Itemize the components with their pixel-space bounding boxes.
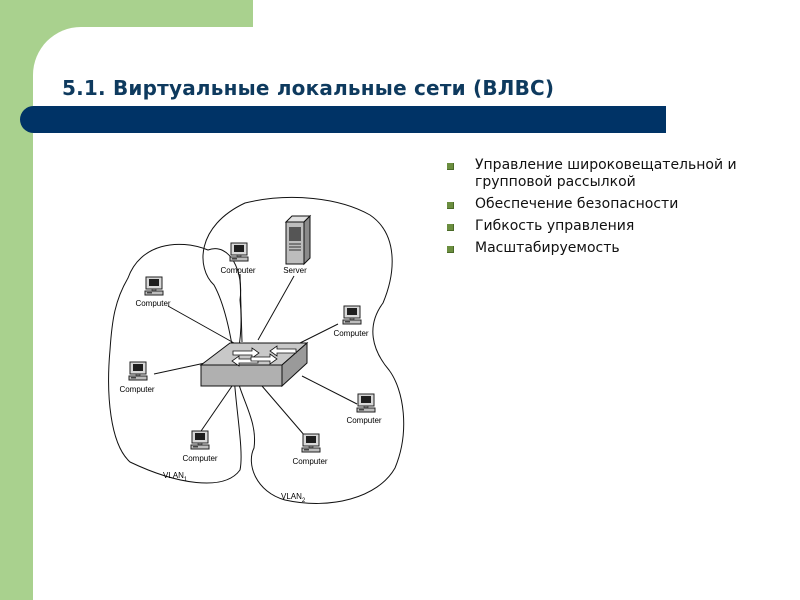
vlan1-boundary (108, 243, 242, 484)
switch-icon (199, 341, 309, 388)
bullet-text: Масштабируемость (475, 240, 620, 256)
computer-icon (128, 361, 148, 381)
bullet-text: Обеспечение безопасности (475, 196, 679, 212)
bullet-text: Управление широковещательной и групповой… (475, 157, 737, 190)
node-label: Computer (346, 416, 381, 425)
title-underline-bar (20, 106, 666, 133)
bullet-item: Гибкость управления (447, 218, 787, 235)
node-label: Computer (119, 385, 154, 394)
vlan1-subscript: 1 (184, 477, 188, 483)
bullet-list: Управление широковещательной и групповой… (447, 157, 787, 262)
slide-title: 5.1. Виртуальные локальные сети (ВЛВС) (62, 76, 555, 100)
vlan2-subscript: 2 (302, 498, 306, 504)
server-icon (284, 214, 312, 266)
vlan2-name: VLAN (281, 492, 302, 501)
node-label: Computer (182, 454, 217, 463)
bullet-item: Масштабируемость (447, 240, 787, 257)
node-label: Computer (135, 299, 170, 308)
bullet-item: Обеспечение безопасности (447, 196, 787, 213)
computer-icon (342, 305, 362, 325)
green-decoration-left (0, 0, 33, 600)
computer-icon (144, 276, 164, 296)
computer-icon (190, 430, 210, 450)
bullet-square-icon (447, 163, 454, 170)
bullet-text: Гибкость управления (475, 218, 635, 234)
bullet-square-icon (447, 246, 454, 253)
bullet-item: Управление широковещательной и групповой… (447, 157, 787, 191)
vlan1-label: VLAN1 (163, 471, 188, 483)
bullet-square-icon (447, 224, 454, 231)
vlan2-label: VLAN2 (281, 492, 306, 504)
bullet-square-icon (447, 202, 454, 209)
computer-icon (356, 393, 376, 413)
network-links (153, 273, 358, 437)
node-label: Computer (220, 266, 255, 275)
node-label: Computer (333, 329, 368, 338)
computer-icon (229, 242, 249, 262)
vlan2-boundary (202, 196, 405, 504)
computer-icon (301, 433, 321, 453)
vlan1-name: VLAN (163, 471, 184, 480)
node-label: Computer (292, 457, 327, 466)
node-label: Server (283, 266, 307, 275)
